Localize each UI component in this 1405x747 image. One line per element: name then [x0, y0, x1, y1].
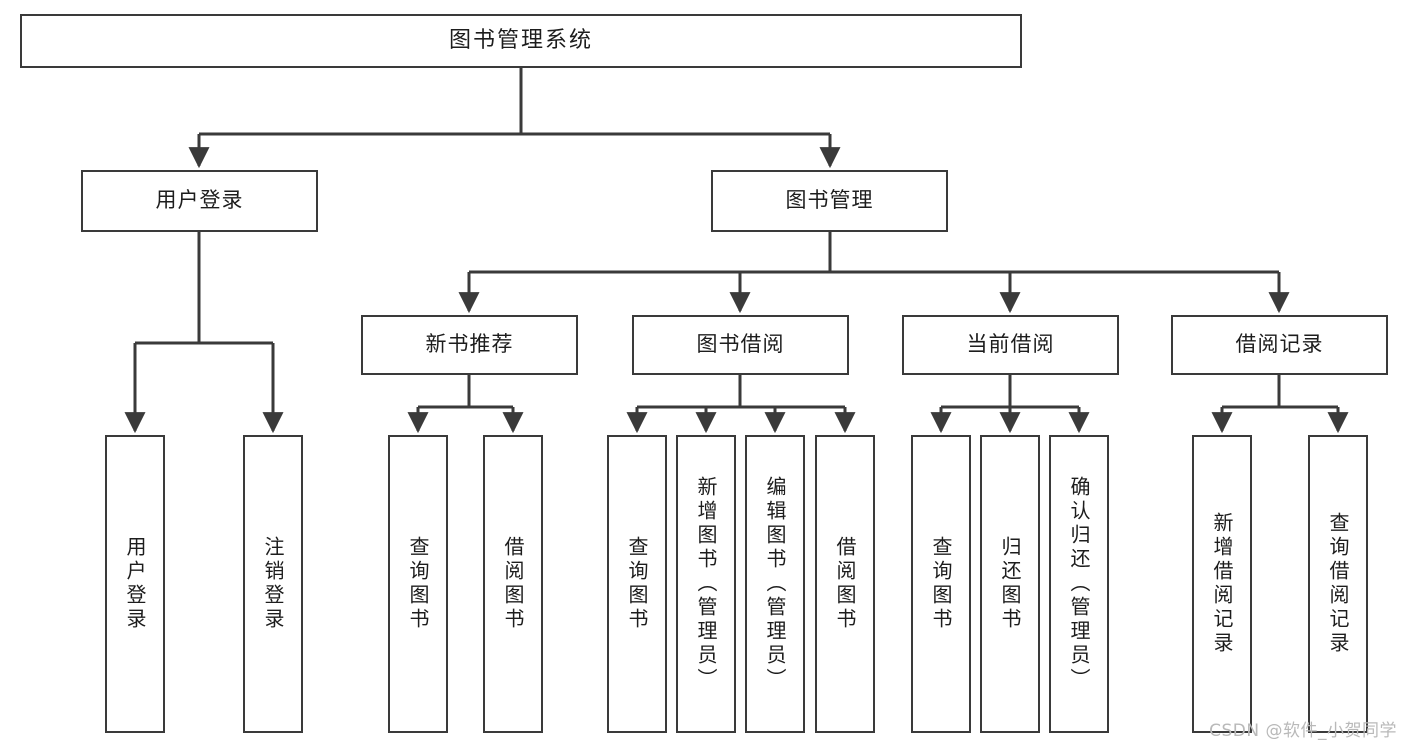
leaf-borrow-book-borrow[interactable]: 借阅图书: [815, 435, 875, 733]
leaf-search-book-current[interactable]: 查询图书: [911, 435, 971, 733]
leaf-logout-label: 注销登录: [261, 536, 285, 632]
node-book-management-label: 图书管理: [785, 188, 874, 213]
leaf-search-book-current-label: 查询图书: [929, 536, 953, 632]
leaf-user-login-label: 用户登录: [123, 536, 147, 632]
leaf-borrow-book-borrow-label: 借阅图书: [833, 536, 857, 632]
leaf-search-borrow-record-label: 查询借阅记录: [1326, 512, 1350, 656]
leaf-borrow-book-newbook[interactable]: 借阅图书: [483, 435, 543, 733]
leaf-add-book-admin-label: 新增图书（管理员）: [694, 476, 718, 692]
node-new-book-recommend[interactable]: 新书推荐: [361, 315, 578, 375]
csdn-watermark: CSDN @软件_小贺同学: [1209, 721, 1397, 741]
leaf-edit-book-admin-label: 编辑图书（管理员）: [763, 476, 787, 692]
leaf-logout[interactable]: 注销登录: [243, 435, 303, 733]
leaf-add-book-admin[interactable]: 新增图书（管理员）: [676, 435, 736, 733]
leaf-add-borrow-record[interactable]: 新增借阅记录: [1192, 435, 1252, 733]
node-user-login-label: 用户登录: [155, 188, 244, 213]
node-book-borrow[interactable]: 图书借阅: [632, 315, 849, 375]
leaf-search-book-borrow-label: 查询图书: [625, 536, 649, 632]
node-new-book-recommend-label: 新书推荐: [425, 332, 514, 357]
leaf-user-login[interactable]: 用户登录: [105, 435, 165, 733]
leaf-search-book-borrow[interactable]: 查询图书: [607, 435, 667, 733]
node-root[interactable]: 图书管理系统: [20, 14, 1022, 68]
node-borrow-record[interactable]: 借阅记录: [1171, 315, 1388, 375]
leaf-borrow-book-newbook-label: 借阅图书: [501, 536, 525, 632]
node-book-management[interactable]: 图书管理: [711, 170, 948, 232]
node-book-borrow-label: 图书借阅: [696, 332, 785, 357]
leaf-search-borrow-record[interactable]: 查询借阅记录: [1308, 435, 1368, 733]
node-borrow-record-label: 借阅记录: [1235, 332, 1324, 357]
leaf-search-book-newbook[interactable]: 查询图书: [388, 435, 448, 733]
leaf-return-book[interactable]: 归还图书: [980, 435, 1040, 733]
leaf-return-book-label: 归还图书: [998, 536, 1022, 632]
node-current-borrow[interactable]: 当前借阅: [902, 315, 1119, 375]
leaf-add-borrow-record-label: 新增借阅记录: [1210, 512, 1234, 656]
node-user-login[interactable]: 用户登录: [81, 170, 318, 232]
leaf-confirm-return-admin-label: 确认归还（管理员）: [1067, 476, 1091, 692]
leaf-confirm-return-admin[interactable]: 确认归还（管理员）: [1049, 435, 1109, 733]
leaf-edit-book-admin[interactable]: 编辑图书（管理员）: [745, 435, 805, 733]
node-root-label: 图书管理系统: [448, 27, 593, 53]
node-current-borrow-label: 当前借阅: [966, 332, 1055, 357]
leaf-search-book-newbook-label: 查询图书: [406, 536, 430, 632]
